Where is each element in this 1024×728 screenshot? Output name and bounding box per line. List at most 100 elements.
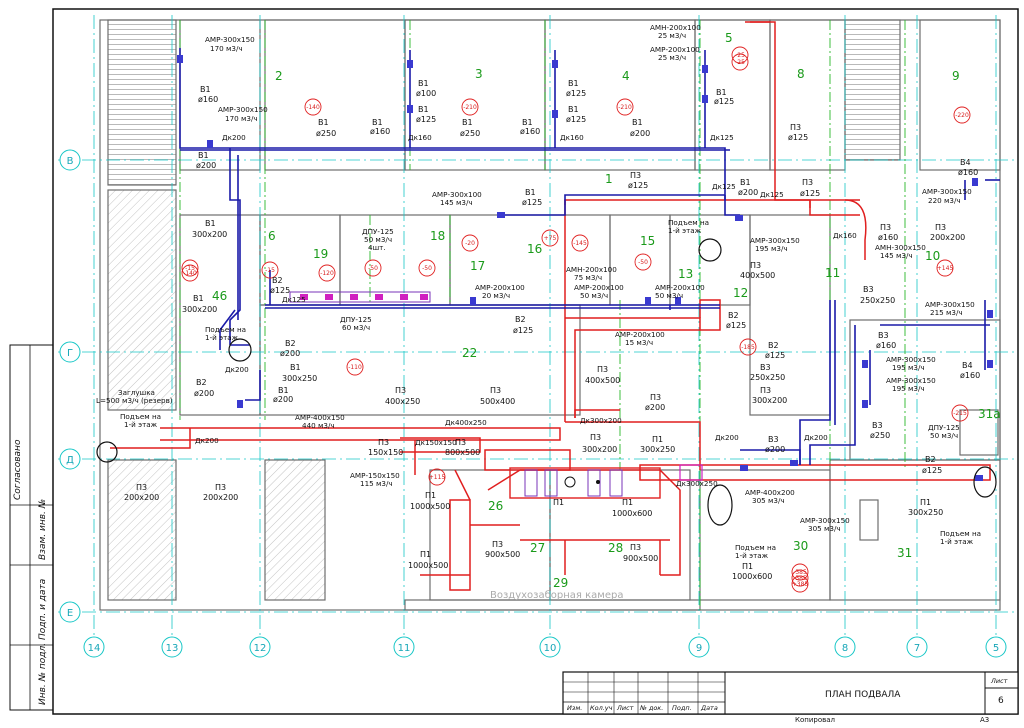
label-floor-b: 1-й этаж xyxy=(940,537,974,546)
label-podem-d: Подъем на xyxy=(205,325,246,334)
label-dk200-c: Дк200 xyxy=(715,433,739,442)
elevation-value: -215 xyxy=(953,410,967,417)
label-amr-300x150-h: АМР-300x150 xyxy=(800,516,850,525)
label-d125-i: ø125 xyxy=(270,286,290,295)
label-d160-e: ø160 xyxy=(878,233,898,242)
label-d200-g: ø200 xyxy=(273,395,293,404)
label-s200x200-b: 200x200 xyxy=(124,493,159,502)
side-agreed: Согласовано xyxy=(13,439,23,500)
elevation-value: -385 xyxy=(793,569,807,576)
elevation-value: -210 xyxy=(463,104,477,111)
label-amr-200x100-d: АМР-200x100 xyxy=(655,283,705,292)
label-s800x500: 800x500 xyxy=(445,448,480,457)
label-b1-r: В1 xyxy=(193,294,204,303)
label-b1-o: В1 xyxy=(525,188,536,197)
elevation-circle xyxy=(181,264,199,282)
room-number: 2 xyxy=(275,69,283,83)
label-dk160-b: Дк160 xyxy=(560,133,584,142)
label-floor-c: 1-й этаж xyxy=(735,551,769,560)
label-dk150x150: Дк150x150 xyxy=(415,438,457,447)
label-195-c: 195 м3/ч xyxy=(892,384,925,393)
label-p3-k: П3 xyxy=(136,483,147,492)
label-podem-e: Подъем на xyxy=(120,412,161,421)
elevation-value: -120 xyxy=(320,270,334,277)
label-dpu-125-b: ДПУ-125 xyxy=(340,315,372,324)
label-50-b: 50 м3/ч xyxy=(655,291,683,300)
room-number: 4 xyxy=(622,69,630,83)
label-d160-g: ø160 xyxy=(960,371,980,380)
side-inv-replace: Взам. инв. № xyxy=(38,499,48,560)
room-number: 28 xyxy=(608,541,623,555)
label-p3-i: П3 xyxy=(597,365,608,374)
axis-bubble-Е xyxy=(59,601,81,623)
label-b1-m: В1 xyxy=(740,178,751,187)
label-b1-b: В1 xyxy=(198,151,209,160)
label-d125-g: ø125 xyxy=(800,189,820,198)
label-195-b: 195 м3/ч xyxy=(892,363,925,372)
elevation-value: -25 xyxy=(735,59,745,66)
axis-bubble-5 xyxy=(985,636,1007,658)
label-d125-h: ø125 xyxy=(522,198,542,207)
label-d200-a: ø200 xyxy=(196,161,216,170)
axis-label: 13 xyxy=(166,643,179,654)
label-20: 20 м3/ч xyxy=(482,291,510,300)
label-60: 60 м3/ч xyxy=(342,323,370,332)
label-b3-b: В3 xyxy=(878,331,889,340)
label-b1-e: В1 xyxy=(418,79,429,88)
label-s1000x600-b: 1000x600 xyxy=(612,509,652,518)
label-d250-b: ø250 xyxy=(460,129,480,138)
label-d200-f: ø200 xyxy=(280,349,300,358)
axis-label: 12 xyxy=(254,643,267,654)
label-75: 75 м3/ч xyxy=(574,273,602,282)
stamp-title: ПЛАН ПОДВАЛА xyxy=(825,690,901,700)
room-number: 8 xyxy=(797,67,805,81)
elevation-value: -25 xyxy=(735,52,745,59)
label-s500x400: 500x400 xyxy=(480,397,515,406)
label-dk125-d: Дк125 xyxy=(282,295,306,304)
label-305-a: 305 м3/ч xyxy=(752,496,785,505)
label-dpu-125-c: ДПУ-125 xyxy=(928,423,960,432)
label-d125-l: ø125 xyxy=(765,351,785,360)
elevation-circle xyxy=(346,358,364,376)
label-p3-r: П3 xyxy=(630,543,641,552)
label-d125-m: ø125 xyxy=(922,466,942,475)
label-dk200x200: Дк200 xyxy=(195,436,219,445)
room-number: 12 xyxy=(733,286,748,300)
label-amr-300x100: АМР-300x100 xyxy=(432,190,482,199)
label-b3-c: В3 xyxy=(760,363,771,372)
label-amr-200x100-b: АМР-200x100 xyxy=(475,283,525,292)
elevation-marks: -25-25-140-210-210-220-15-120-50-50-20+7… xyxy=(181,46,971,593)
elevation-circle xyxy=(318,264,336,282)
stamp-format: А3 xyxy=(980,716,989,724)
label-floor-d: 1-й этаж xyxy=(205,333,239,342)
label-b2-b: В2 xyxy=(728,311,739,320)
label-b4-b: В4 xyxy=(962,361,973,370)
room-number: 6 xyxy=(268,229,276,243)
axis-label: 8 xyxy=(842,643,848,654)
axis-bubble-7 xyxy=(906,636,928,658)
elevation-value: -15 xyxy=(265,267,275,274)
label-p3-l: П3 xyxy=(215,483,226,492)
label-floor-e: 1-й этаж xyxy=(124,420,158,429)
label-s900x500-b: 900x500 xyxy=(623,554,658,563)
label-b1-300x200-b: 300x200 xyxy=(182,305,217,314)
label-amr-300x150-g: АМР-300x150 xyxy=(886,376,936,385)
label-amr-200x100: АМР-200x100 xyxy=(650,45,700,54)
axis-bubble-9 xyxy=(688,636,710,658)
label-dk300x200: Дк300x200 xyxy=(580,416,622,425)
label-dk125-b: Дк125 xyxy=(712,182,736,191)
label-d200-c: ø200 xyxy=(738,188,758,197)
label-amn-300x150: АМН-300x150 xyxy=(875,243,926,252)
label-amr-400x200: АМР-400x200 xyxy=(745,488,795,497)
label-145-b: 145 м3/ч xyxy=(880,251,913,260)
label-p3-c: П3 xyxy=(802,178,813,187)
label-b1-300x200: 300x200 xyxy=(192,230,227,239)
label-s150x150: 150x150 xyxy=(368,448,403,457)
label-215: 215 м3/ч xyxy=(930,308,963,317)
label-15: 15 м3/ч xyxy=(625,338,653,347)
stamp-col-kol: Кол.уч xyxy=(590,704,613,712)
label-p3-b: П3 xyxy=(630,171,641,180)
stamp-sheet-no: 6 xyxy=(998,696,1004,706)
